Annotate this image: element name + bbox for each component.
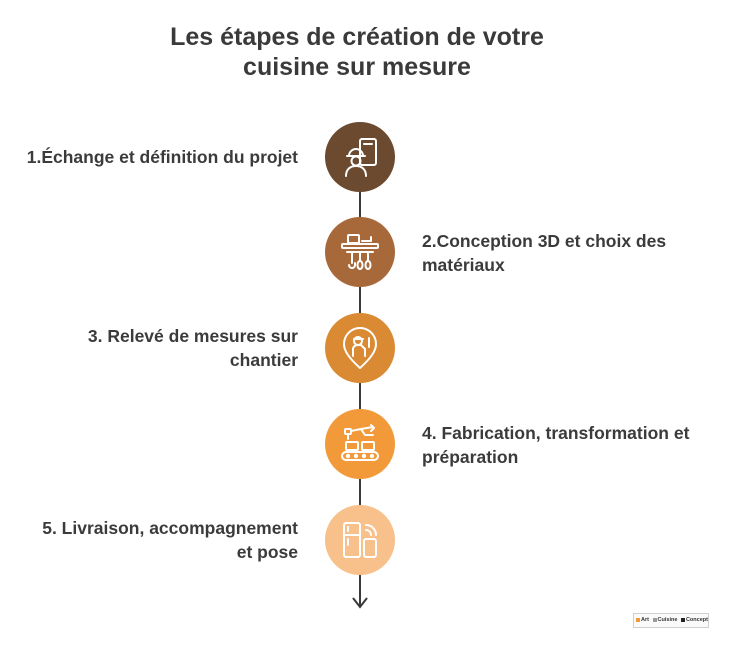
step-2-label-line-2: matériaux [422, 255, 505, 275]
step-5-node [325, 505, 395, 575]
step-1-node [325, 122, 395, 192]
logo-word-1: Art [641, 617, 649, 623]
robotic-arm-conveyor-icon [341, 424, 379, 461]
step-2-node [325, 217, 395, 287]
connector-5-end [359, 574, 361, 606]
down-arrow-icon [352, 597, 368, 609]
step-5-label: 5. Livraison, accompagnement et pose [42, 516, 298, 564]
step-3-label: 3. Relevé de mesures sur chantier [88, 324, 298, 372]
step-2-label: 2.Conception 3D et choix des matériaux [422, 229, 666, 277]
connector-4-5 [359, 478, 361, 506]
step-5-label-line-1: 5. Livraison, accompagnement [42, 518, 298, 538]
connector-3-4 [359, 382, 361, 410]
step-4-label: 4. Fabrication, transformation et prépar… [422, 421, 689, 469]
step-1-label-line-1: 1.Échange et définition du projet [26, 147, 298, 167]
kitchen-shelf-utensils-icon [341, 234, 379, 270]
step-4-label-line-1: 4. Fabrication, transformation et [422, 423, 690, 443]
smart-appliances-icon [343, 522, 377, 558]
step-5-label-line-2: et pose [236, 542, 298, 562]
step-1-label: 1.Échange et définition du projet [27, 145, 298, 169]
title-line-2: cuisine sur mesure [243, 53, 471, 81]
step-3-node [325, 313, 395, 383]
logo-word-2: Cuisine [657, 617, 678, 623]
logo-word-3: Concept [685, 617, 708, 623]
step-3-label-line-1: 3. Relevé de mesures sur [87, 326, 298, 346]
location-worker-icon [343, 327, 377, 369]
step-2-label-line-1: 2.Conception 3D et choix des [422, 231, 667, 251]
connector-2-3 [359, 287, 361, 313]
step-4-label-line-2: préparation [422, 447, 519, 467]
step-4-node [325, 409, 395, 479]
connector-1-2 [359, 190, 361, 218]
brand-logo: Art Cuisine Concept [633, 613, 709, 628]
title-line-1: Les étapes de création de votre [170, 23, 544, 51]
step-3-label-line-2: chantier [229, 350, 298, 370]
diagram-title: Les étapes de création de votre cuisine … [0, 22, 714, 82]
architect-blueprint-icon [345, 138, 377, 177]
